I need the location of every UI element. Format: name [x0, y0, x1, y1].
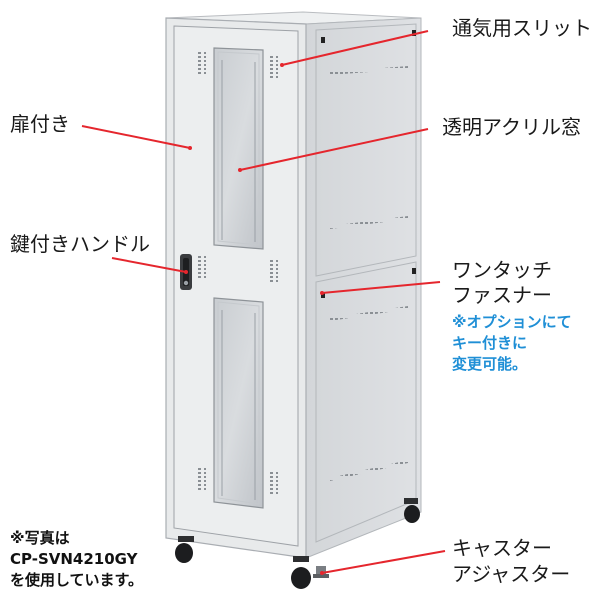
photo-note-line2: CP-SVN4210GY: [10, 550, 138, 568]
label-door: 扉付き: [10, 112, 70, 136]
label-caster-2: アジャスター: [452, 562, 571, 586]
window-upper-inner-frame: [217, 51, 260, 246]
photo-note-line1: ※写真は: [10, 529, 70, 547]
callout-lines: [81, 30, 446, 574]
side-fastener-mid-left: [321, 292, 325, 298]
caster-front-right: [291, 556, 311, 589]
option-note-line1: ※オプションにて: [452, 313, 572, 331]
callout-dots: [184, 63, 324, 575]
caster-rear-right: [404, 498, 420, 523]
cabinet-door: [173, 25, 299, 547]
label-vent-slit: 通気用スリット: [452, 16, 592, 40]
label-lock-handle: 鍵付きハンドル: [10, 232, 150, 256]
inner-rack-rails: [221, 60, 256, 500]
adjuster-foot: [313, 566, 329, 578]
acrylic-window-lower: [213, 297, 264, 509]
label-one-touch-fastener-2: ファスナー: [452, 283, 552, 307]
side-fastener-mid-right: [412, 268, 416, 274]
label-acrylic-window: 透明アクリル窓: [442, 115, 581, 139]
window-lower-inner-frame: [217, 301, 260, 505]
side-vent-slits: [330, 66, 408, 481]
photo-note-line3: を使用しています。: [10, 571, 144, 589]
option-note-line3: 変更可能。: [452, 355, 528, 373]
side-fastener-top-left: [321, 37, 325, 43]
side-fastener-top-right: [412, 30, 416, 36]
label-one-touch-fastener-1: ワンタッチ: [452, 258, 552, 282]
side-panel-top-section: [315, 23, 417, 277]
label-caster-1: キャスター: [452, 536, 552, 560]
caster-front-left: [175, 536, 194, 563]
door-vent-slits: [196, 52, 278, 496]
acrylic-window-upper: [213, 47, 264, 250]
option-note-line2: キー付きに: [452, 334, 528, 352]
cabinet-side-panel: [305, 17, 422, 559]
